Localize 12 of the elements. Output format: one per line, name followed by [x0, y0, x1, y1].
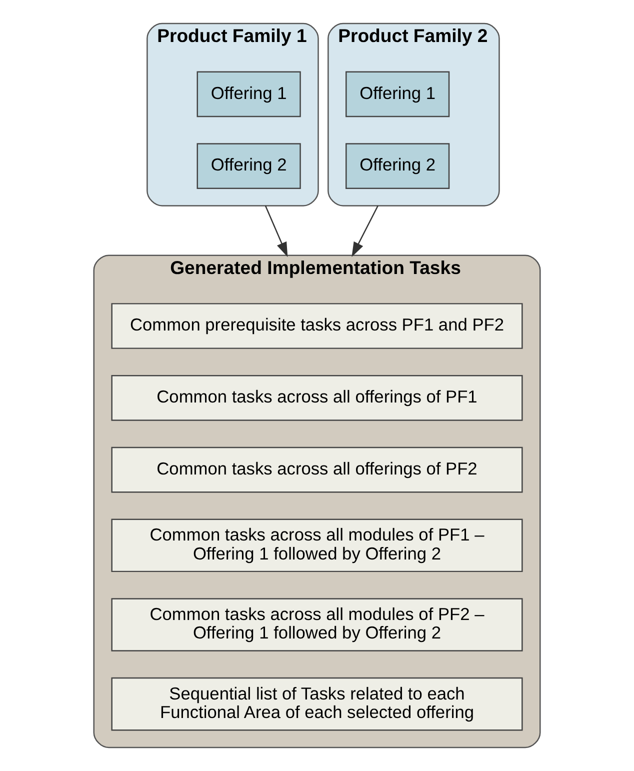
node-box: Offering 2: [196, 143, 301, 190]
node-box: Offering 1: [346, 71, 450, 118]
arrow: [352, 205, 378, 258]
node-box: Sequential list of Tasks related to each Functional Area of each selected offering: [111, 677, 523, 731]
node-box: Common tasks across all offerings of PF2: [111, 446, 523, 493]
node-box: Offering 1: [196, 71, 301, 118]
node-box: Offering 2: [346, 143, 450, 190]
node-box: Common tasks across all modules of PF1 – Offering 1 followed by Offering 2: [111, 518, 523, 572]
node-box: Common tasks across all offerings of PF1: [111, 374, 523, 421]
arrow: [264, 206, 288, 258]
node-box: Common prerequisite tasks across PF1 and PF2: [111, 303, 523, 349]
node-box: Common tasks across all modules of PF2 – Offering 1 followed by Offering 2: [111, 598, 523, 652]
